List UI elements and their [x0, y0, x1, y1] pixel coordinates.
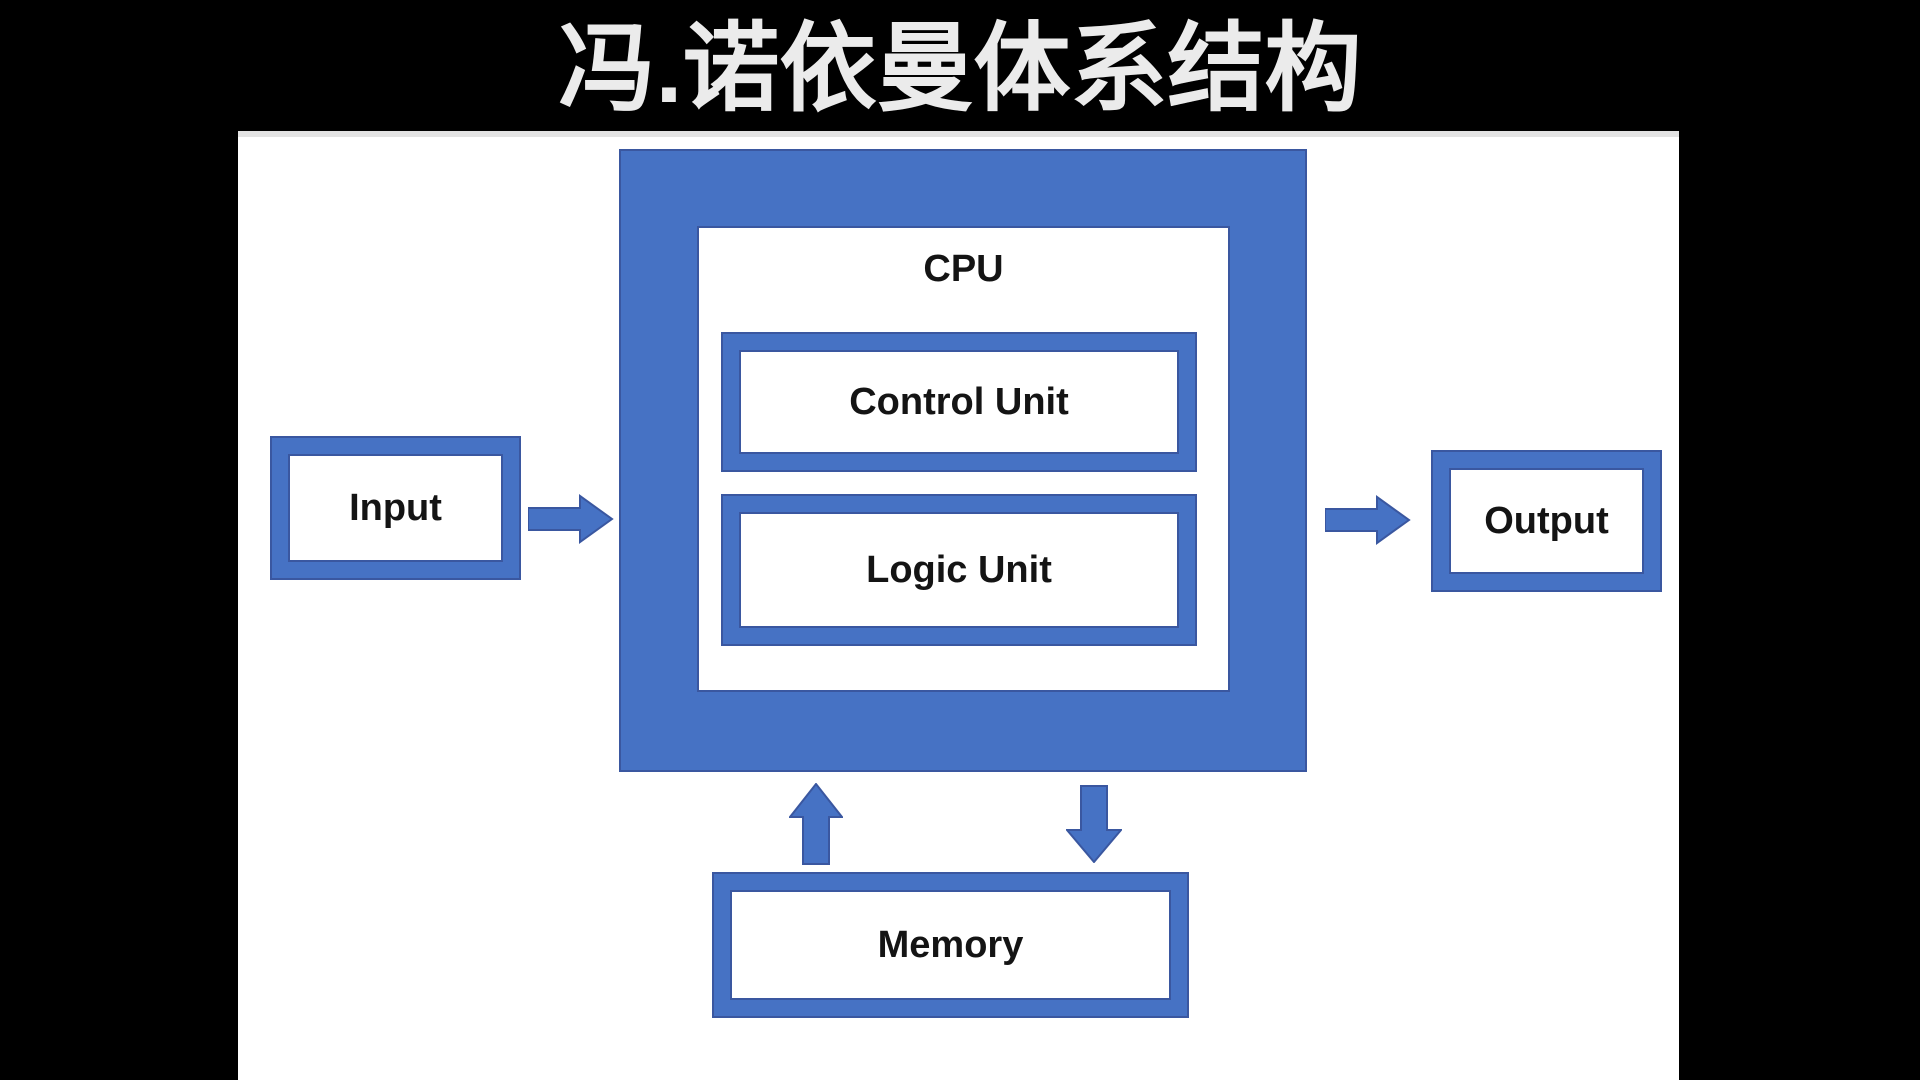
input-label: Input	[349, 486, 442, 529]
right-arrow-icon	[1325, 495, 1411, 545]
memory-box: Memory	[712, 872, 1189, 1018]
page-title: 冯.诺依曼体系结构	[558, 14, 1362, 123]
title-bar: 冯.诺依曼体系结构	[0, 0, 1920, 131]
up-arrow-icon	[789, 783, 843, 865]
control-unit-box: Control Unit	[721, 332, 1197, 472]
arrow-memory-to-cpu	[789, 783, 843, 865]
down-arrow-icon	[1066, 785, 1122, 863]
right-arrow-icon	[528, 494, 614, 544]
arrow-cpu-to-memory	[1066, 785, 1122, 863]
output-box: Output	[1431, 450, 1662, 592]
arrow-input-to-cpu	[528, 494, 614, 544]
output-label: Output	[1484, 499, 1609, 542]
arrow-cpu-to-output	[1325, 495, 1411, 545]
cpu-label: CPU	[923, 248, 1004, 290]
logic-unit-label: Logic Unit	[866, 548, 1052, 591]
input-box: Input	[270, 436, 521, 580]
control-unit-label: Control Unit	[849, 380, 1069, 423]
memory-label: Memory	[877, 923, 1024, 966]
logic-unit-box: Logic Unit	[721, 494, 1197, 646]
